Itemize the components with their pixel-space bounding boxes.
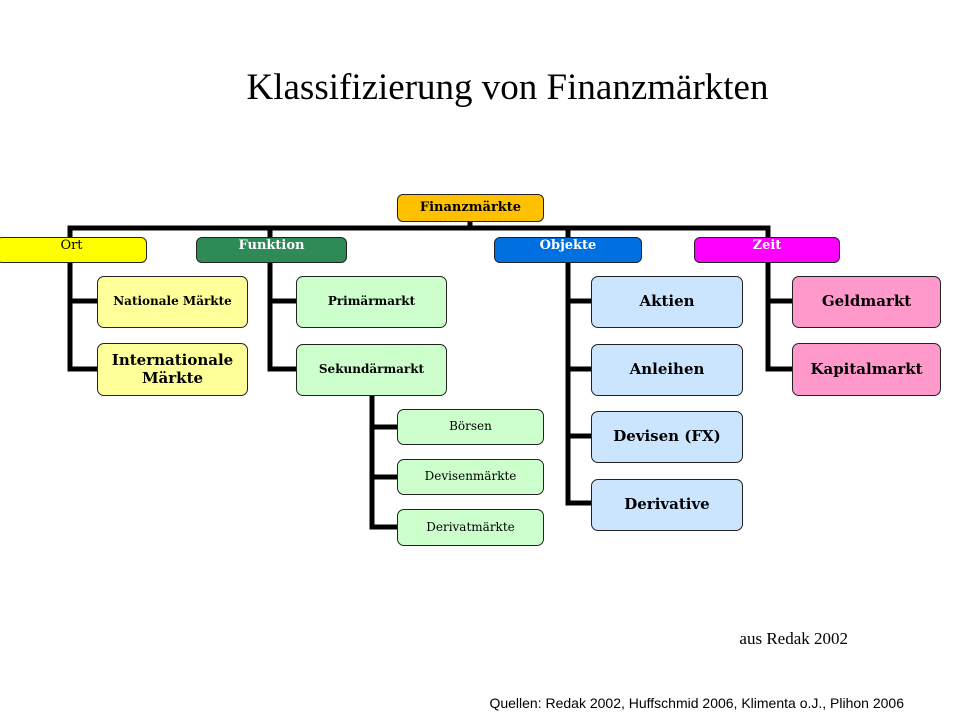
sub-item-derivatmaerkte: Derivatmärkte: [397, 509, 544, 546]
funktion-item-primaermarkt: Primärmarkt: [296, 276, 447, 328]
funktion-item-sekundaermarkt: Sekundärmarkt: [296, 344, 447, 396]
objekte-item-devisen-fx: Devisen (FX): [591, 411, 743, 463]
ort-item-internationale-maerkte: Internationale Märkte: [97, 343, 248, 396]
category-zeit-header: Zeit: [694, 237, 840, 263]
page-title: Klassifizierung von Finanzmärkten: [246, 67, 769, 108]
zeit-item-geldmarkt: Geldmarkt: [792, 276, 941, 328]
category-funktion-header: Funktion: [196, 237, 347, 263]
ort-item-nationale-maerkte: Nationale Märkte: [97, 276, 248, 328]
attribution-note: aus Redak 2002: [739, 629, 848, 648]
sub-item-boersen: Börsen: [397, 409, 544, 445]
category-ort-header: Ort: [0, 237, 147, 263]
sub-item-devisenmaerkte: Devisenmärkte: [397, 459, 544, 495]
objekte-item-aktien: Aktien: [591, 276, 743, 328]
sources-footer: Quellen: Redak 2002, Huffschmid 2006, Kl…: [489, 695, 904, 711]
zeit-item-kapitalmarkt: Kapitalmarkt: [792, 343, 941, 396]
category-objekte-header: Objekte: [494, 237, 642, 263]
objekte-item-derivative: Derivative: [591, 479, 743, 531]
objekte-item-anleihen: Anleihen: [591, 344, 743, 396]
root-node: Finanzmärkte: [397, 194, 544, 222]
